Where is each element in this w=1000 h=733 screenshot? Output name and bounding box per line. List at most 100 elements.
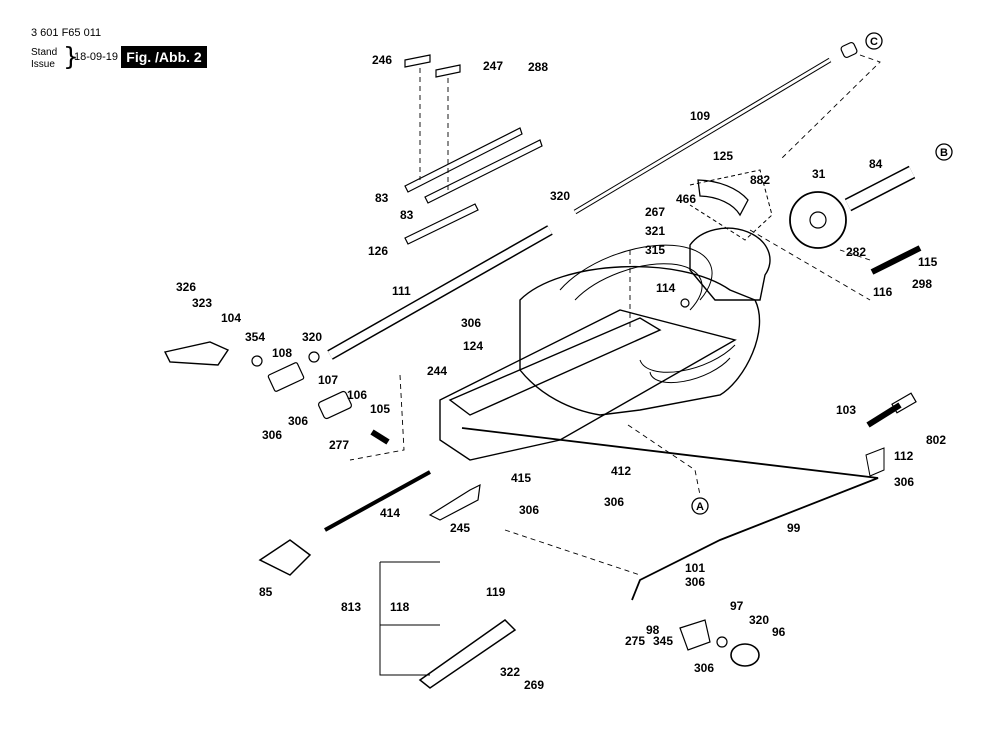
washer-320b	[716, 636, 728, 648]
callout-c-circle	[865, 32, 883, 50]
part-label: 125	[713, 149, 733, 163]
callout-b-circle	[935, 143, 953, 161]
part-label: 320	[550, 189, 570, 203]
issue-brace: }	[63, 42, 79, 71]
callout-a-circle	[691, 497, 709, 515]
pin-802	[891, 392, 917, 414]
washer-320	[308, 351, 320, 363]
guard-245	[428, 483, 481, 521]
part-label: 275	[625, 634, 645, 648]
figure-tag: Fig. /Abb. 2	[121, 46, 207, 68]
part-label: 288	[528, 60, 548, 74]
table-insert	[448, 317, 662, 416]
pin-114	[680, 298, 690, 308]
part-label: 247	[483, 59, 503, 73]
part-label: 96	[772, 625, 786, 639]
part-label: 466	[676, 192, 696, 206]
part-label: 322	[500, 665, 520, 679]
part-label: 103	[836, 403, 856, 417]
turntable	[519, 265, 761, 416]
part-label: 277	[329, 438, 349, 452]
rod-414	[324, 470, 431, 532]
part-label: 282	[846, 245, 866, 259]
strip-83a	[404, 127, 523, 193]
scale-bracket	[689, 169, 773, 241]
disc-31	[789, 191, 847, 249]
part-label: 99	[787, 521, 801, 535]
part-label: 813	[341, 600, 361, 614]
block-106	[317, 390, 353, 420]
miter-scale	[697, 179, 749, 217]
part-label: 306	[461, 316, 481, 330]
part-label: 119	[486, 585, 506, 599]
part-label: 802	[926, 433, 946, 447]
spring-103	[866, 402, 902, 428]
part-label: 298	[912, 277, 932, 291]
groove-3	[639, 344, 736, 373]
part-label: 104	[221, 311, 241, 325]
part-label: 106	[347, 388, 367, 402]
knob-96	[730, 643, 760, 667]
issue-date: 18-09-19	[74, 51, 119, 63]
part-label: 306	[694, 661, 714, 675]
part-label: 31	[812, 167, 826, 181]
fence-head	[689, 227, 771, 301]
part-label: 306	[685, 575, 705, 589]
bracket-112	[865, 447, 885, 477]
part-label: 112	[894, 449, 914, 463]
part-label: 101	[685, 561, 705, 575]
part-label: 118	[390, 600, 410, 614]
part-label: 323	[192, 296, 212, 310]
dashed-leaders	[349, 54, 881, 576]
part-label: 97	[730, 599, 744, 613]
part-label: 105	[370, 402, 390, 416]
rod-109-hl	[574, 58, 831, 214]
groove-1	[559, 244, 713, 301]
plate-246	[404, 54, 431, 68]
part-label: 306	[288, 414, 308, 428]
part-label: 85	[259, 585, 273, 599]
pin-105	[370, 429, 390, 445]
part-label: 116	[873, 285, 893, 299]
lever-104	[163, 341, 230, 366]
document-number: 3 601 F65 011	[31, 27, 102, 39]
part-label: 315	[645, 243, 665, 257]
part-label: 882	[750, 173, 770, 187]
part-label: 412	[611, 464, 631, 478]
part-label: 126	[368, 244, 388, 258]
bushing-c	[840, 41, 858, 59]
groove-2	[574, 263, 703, 311]
stand-label: Stand	[31, 47, 58, 58]
strip-126	[404, 203, 479, 245]
bracket-97	[679, 619, 711, 651]
part-label: 320	[749, 613, 769, 627]
part-label: 267	[645, 205, 665, 219]
part-label: 269	[524, 678, 544, 692]
part-label: 84	[869, 157, 883, 171]
groove-4	[649, 357, 731, 384]
shaft-115	[870, 245, 922, 275]
part-label: 83	[400, 208, 414, 222]
part-label: 244	[427, 364, 447, 378]
link-99	[461, 427, 879, 601]
disc-31-hub	[809, 211, 827, 229]
part-label: 326	[176, 280, 196, 294]
part-label: 124	[463, 339, 483, 353]
part-label: 321	[645, 224, 665, 238]
part-label: 111	[392, 284, 411, 298]
callout-b-label: B	[940, 147, 948, 159]
washer-354	[251, 355, 263, 367]
part-label: 108	[272, 346, 292, 360]
part-label: 414	[380, 506, 400, 520]
shaft-84-hl	[845, 167, 915, 210]
block-108	[267, 362, 305, 392]
callout-c-label: C	[870, 36, 878, 48]
part-label: 306	[262, 428, 282, 442]
part-label: 115	[918, 255, 938, 269]
part-label: 306	[519, 503, 539, 517]
rod-111-hl	[328, 226, 552, 359]
issue-label: Issue	[31, 59, 55, 70]
part-label: 320	[302, 330, 322, 344]
part-label: 306	[894, 475, 914, 489]
